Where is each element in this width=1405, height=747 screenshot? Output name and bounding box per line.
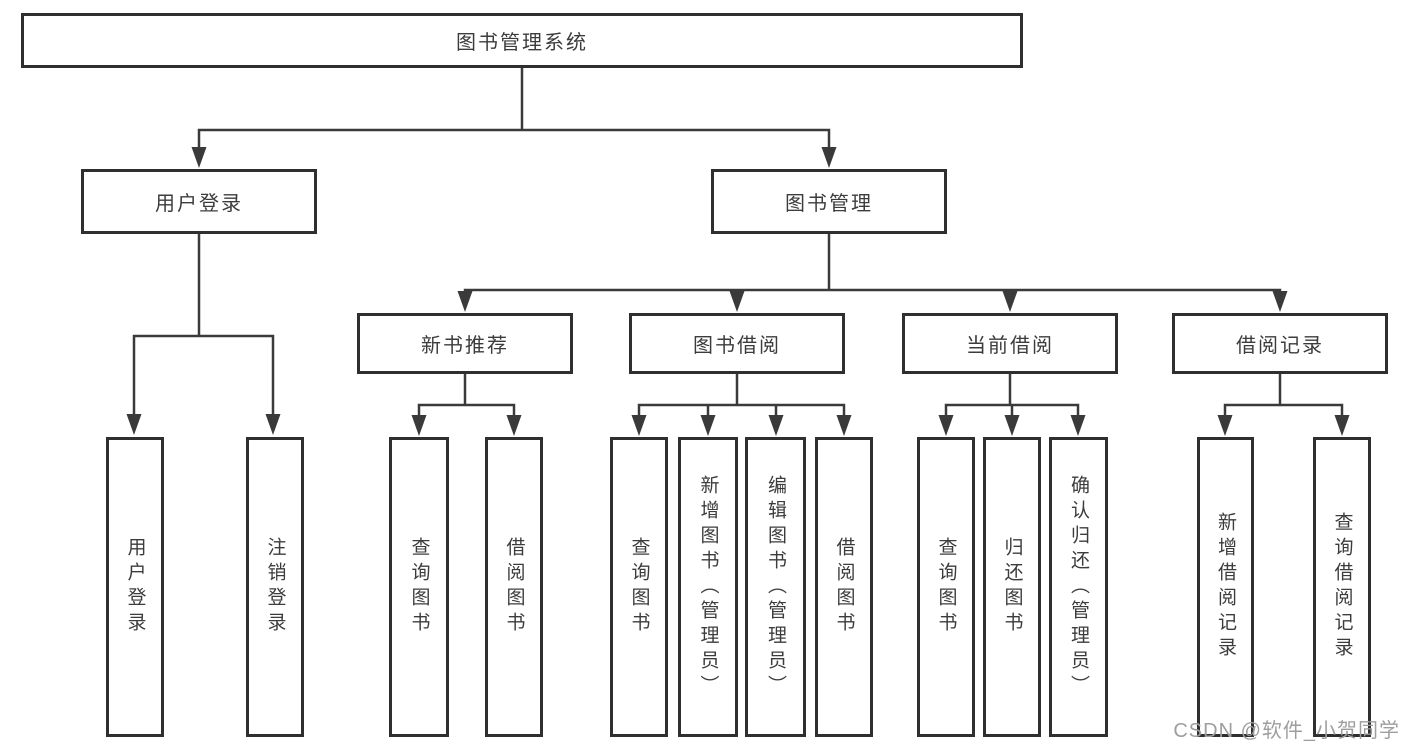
leaf-label: 注销登录 [264,537,286,637]
arrowheads [126,147,1350,436]
node-label: 借阅记录 [1236,335,1324,357]
node-system-root: 图书管理系统 [21,13,1023,68]
connector-level3-stems [463,374,1282,405]
node-label: 新书推荐 [421,335,509,357]
leaf-label: 确认归还（管理员） [1068,474,1089,700]
node-label: 图书管理 [785,193,873,215]
node-label: 用户登录 [155,193,243,215]
leaf-query-books-3: 查询图书 [917,437,975,737]
leaf-label: 借阅图书 [503,537,525,637]
leaf-label: 查询图书 [628,537,650,637]
leaf-label: 查询图书 [408,537,430,637]
leaf-edit-books-admin: 编辑图书（管理员） [745,437,806,737]
leaf-label: 新增借阅记录 [1215,512,1236,662]
leaf-logout: 注销登录 [246,437,304,737]
node-borrow-records: 借阅记录 [1172,313,1388,374]
leaf-add-books-admin: 新增图书（管理员） [678,437,738,737]
leaf-return-books: 归还图书 [983,437,1041,737]
node-book-management: 图书管理 [711,169,947,234]
leaf-add-borrow-record: 新增借阅记录 [1197,437,1254,737]
connector-mgmt-to-level3 [463,234,1282,295]
leaf-borrow-books-1: 借阅图书 [485,437,543,737]
leaf-label: 用户登录 [124,537,146,637]
node-label: 图书管理系统 [456,32,588,54]
leaf-label: 借阅图书 [833,537,855,637]
node-new-book-recommend: 新书推荐 [357,313,573,374]
leaf-label: 编辑图书（管理员） [765,474,786,700]
leaf-label: 归还图书 [1001,537,1023,637]
leaf-confirm-return-admin: 确认归还（管理员） [1049,437,1108,737]
connector-root-to-level2 [197,68,831,151]
node-label: 图书借阅 [693,335,781,357]
leaf-user-login: 用户登录 [106,437,164,737]
node-label: 当前借阅 [966,335,1054,357]
leaf-label: 查询借阅记录 [1331,512,1353,662]
leaf-borrow-books-2: 借阅图书 [815,437,873,737]
leaf-query-borrow-record: 查询借阅记录 [1313,437,1371,737]
leaf-query-books-1: 查询图书 [389,437,449,737]
node-book-borrow: 图书借阅 [629,313,845,374]
connector-leaf-bars [417,403,1344,417]
node-current-borrow: 当前借阅 [902,313,1118,374]
leaf-query-books-2: 查询图书 [610,437,668,737]
connector-login-children [132,234,275,416]
node-user-login: 用户登录 [81,169,317,234]
csdn-watermark: CSDN @软件_小贺同学 [1173,720,1400,742]
leaf-label: 查询图书 [935,537,957,637]
leaf-label: 新增图书（管理员） [697,474,719,700]
